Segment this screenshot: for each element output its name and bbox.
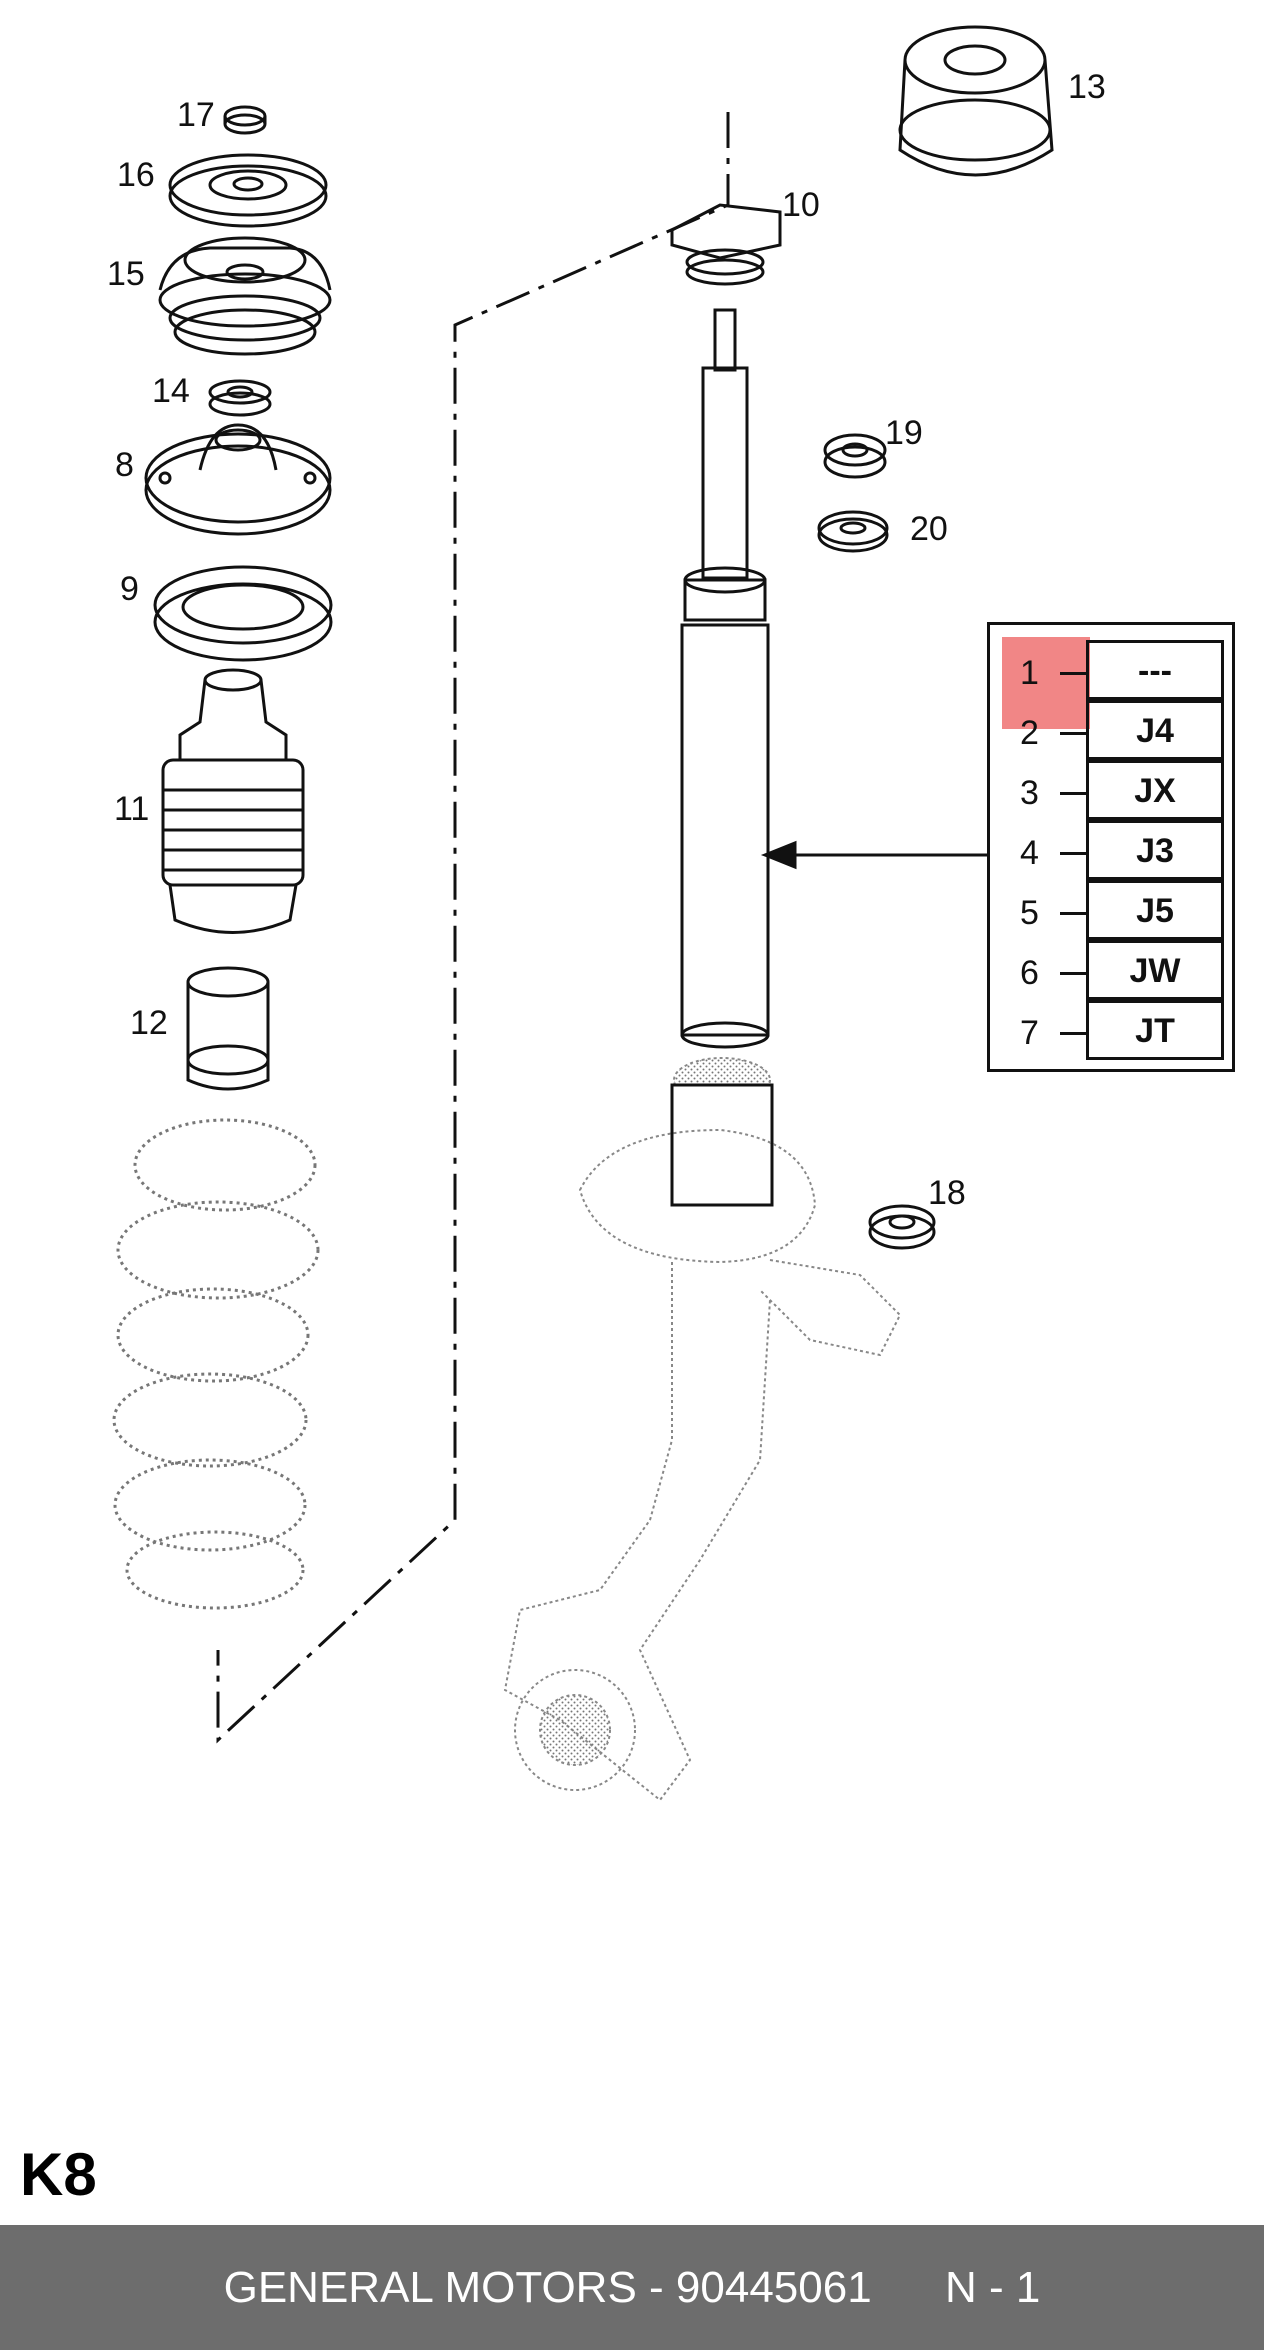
bushing-14-part (208, 379, 272, 417)
footer-separator: - (636, 2263, 676, 2312)
arrow-head-icon (760, 840, 797, 870)
variant-row-number: 2 (1020, 714, 1039, 752)
callout-14: 14 (152, 372, 190, 410)
callout-16: 16 (117, 156, 155, 194)
top-mount-15-part (158, 236, 332, 356)
washer-16-part (168, 153, 328, 228)
variant-row[interactable]: 7 JT (990, 1000, 1232, 1060)
footer-suffix: N - 1 (945, 2263, 1041, 2312)
nut-18-part (868, 1204, 936, 1250)
variant-row-number: 5 (1020, 894, 1039, 932)
callout-11: 11 (114, 790, 150, 828)
variant-row[interactable]: 2 J4 (990, 700, 1232, 760)
top-plate-10-part (670, 203, 782, 286)
variant-code: JT (1086, 1000, 1224, 1060)
callout-15: 15 (107, 255, 145, 293)
washer-20-part (817, 510, 889, 553)
nut-17-part (223, 105, 267, 135)
variant-code: JW (1086, 940, 1224, 1000)
variant-row[interactable]: 5 J5 (990, 880, 1232, 940)
variant-row[interactable]: 6 JW (990, 940, 1232, 1000)
variant-code: JX (1086, 760, 1224, 820)
dust-cap-13-part (898, 25, 1054, 177)
spring-seat-9-part (153, 565, 333, 662)
callout-20: 20 (910, 510, 948, 548)
variant-code: J4 (1086, 700, 1224, 760)
footer-bar: GENERAL MOTORS - 90445061 N - 1 (0, 2225, 1264, 2350)
steering-knuckle-part (503, 1057, 902, 1802)
callout-13: 13 (1068, 68, 1106, 106)
callout-18: 18 (928, 1174, 966, 1212)
callout-17: 17 (177, 96, 215, 134)
suspension-exploded-diagram (112, 25, 1054, 1802)
variant-code-table: 1 --- 2 J4 3 JX 4 J3 5 J5 6 JW 7 JT (987, 622, 1235, 1072)
callout-12: 12 (130, 1004, 168, 1042)
footer-text: GENERAL MOTORS - 90445061 N - 1 (0, 2225, 1264, 2350)
leader-tick (1060, 972, 1088, 975)
shock-absorber-part[interactable] (680, 308, 770, 1049)
callout-9: 9 (120, 570, 139, 608)
footer-part-number: 90445061 (675, 2263, 872, 2312)
figure-code-label: K8 (20, 2141, 97, 2208)
variant-row-number: 4 (1020, 834, 1039, 872)
variant-row-number: 1 (1020, 654, 1039, 692)
row-highlight (1002, 637, 1090, 729)
dust-boot-11-part (161, 668, 305, 934)
strut-mount-plate-8-part (144, 423, 332, 536)
leader-tick (1060, 852, 1088, 855)
variant-row[interactable]: 3 JX (990, 760, 1232, 820)
leader-tick (1060, 732, 1088, 735)
variant-code: J5 (1086, 880, 1224, 940)
callout-19: 19 (885, 414, 923, 452)
variant-row-number: 7 (1020, 1014, 1039, 1052)
callout-10: 10 (782, 186, 820, 224)
nut-19-part (823, 433, 887, 479)
callout-8: 8 (115, 446, 134, 484)
variant-row-number: 6 (1020, 954, 1039, 992)
assembly-bracket-line (216, 112, 730, 1744)
footer-brand: GENERAL MOTORS (223, 2263, 637, 2312)
bump-stop-12-part (186, 966, 270, 1091)
variant-row-number: 3 (1020, 774, 1039, 812)
variant-code: J3 (1086, 820, 1224, 880)
leader-tick (1060, 792, 1088, 795)
variant-row[interactable]: 4 J3 (990, 820, 1232, 880)
coil-spring-part (112, 1118, 320, 1610)
leader-tick (1060, 912, 1088, 915)
variant-code: --- (1086, 640, 1224, 700)
variant-row[interactable]: 1 --- (990, 640, 1232, 700)
leader-tick (1060, 1032, 1088, 1035)
leader-tick (1060, 672, 1088, 675)
